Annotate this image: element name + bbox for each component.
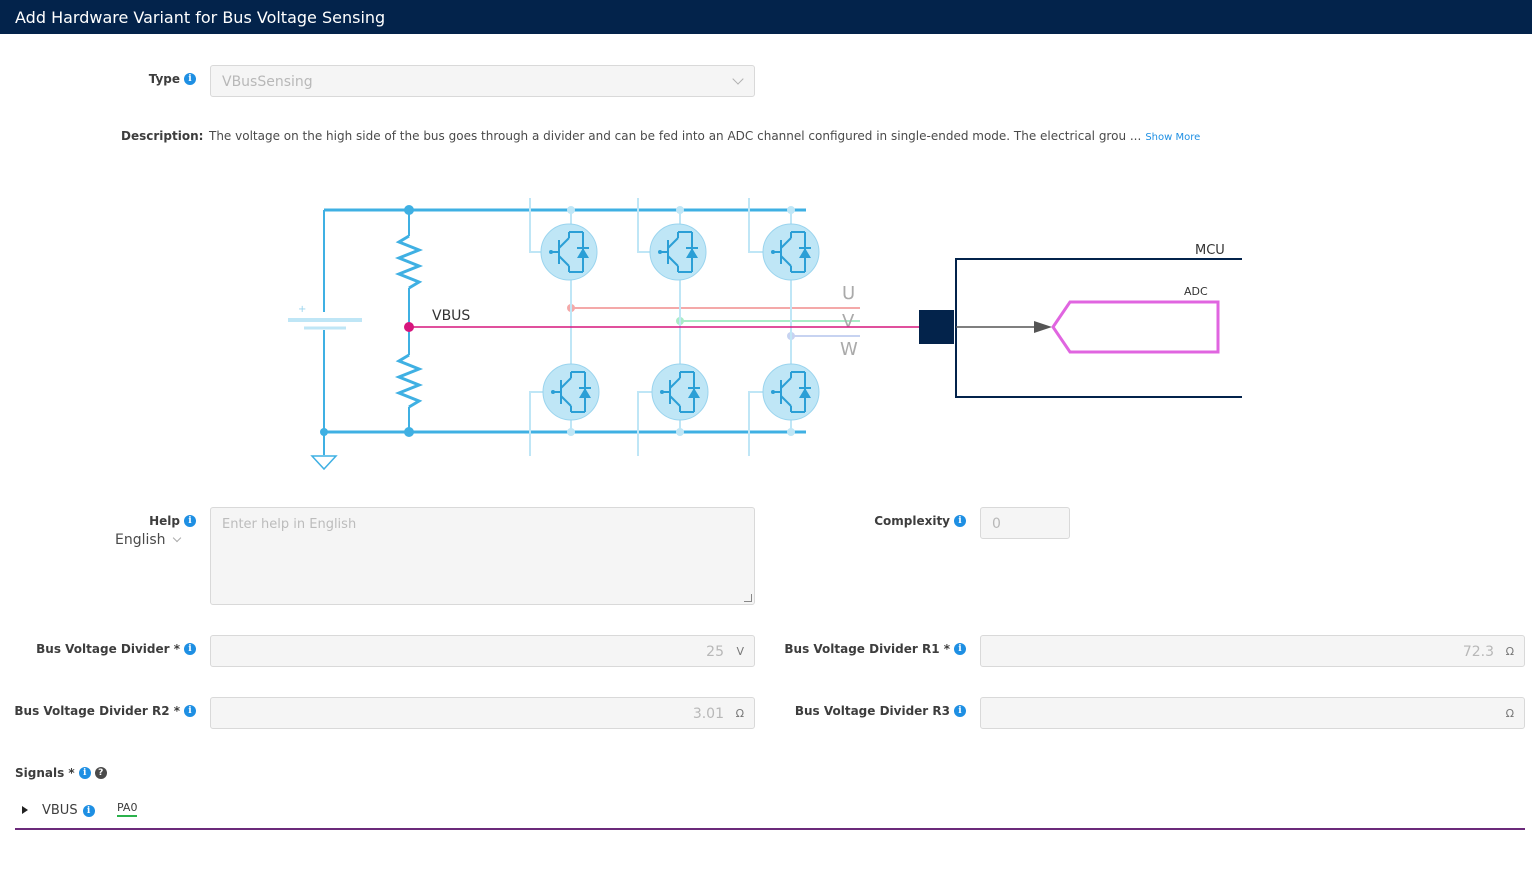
- chevron-down-icon: [732, 73, 744, 85]
- signals-label: Signals *: [15, 766, 75, 780]
- help-label-row: Help i: [100, 514, 196, 528]
- info-icon[interactable]: i: [954, 705, 966, 717]
- bus-voltage-divider-r3-label: Bus Voltage Divider R3: [794, 704, 950, 718]
- description-label: Description:: [121, 129, 204, 143]
- window-title: Add Hardware Variant for Bus Voltage Sen…: [15, 8, 386, 27]
- battery-plus-label: +: [298, 304, 306, 315]
- bus-voltage-divider-value: 25: [706, 644, 724, 660]
- signal-pin-tab[interactable]: PA0: [117, 801, 138, 817]
- chevron-down-icon: [172, 533, 181, 543]
- ohm-unit: Ω: [735, 707, 744, 720]
- mcu-label: MCU: [1195, 243, 1225, 258]
- bus-voltage-divider-r2-label: Bus Voltage Divider R2 *: [14, 704, 180, 718]
- help-placeholder: Enter help in English: [222, 517, 357, 532]
- bus-voltage-divider-label: Bus Voltage Divider *: [36, 642, 180, 656]
- info-icon[interactable]: i: [78, 767, 91, 779]
- type-label-row: Type i: [100, 72, 196, 86]
- description-body: The voltage on the high side of the bus …: [209, 129, 1142, 143]
- help-textarea[interactable]: Enter help in English: [210, 507, 755, 605]
- info-icon[interactable]: i: [82, 804, 95, 817]
- bus-voltage-divider-r1-label: Bus Voltage Divider R1 *: [784, 642, 950, 656]
- bus-voltage-schematic: + U V W VBUS MCU: [288, 198, 1242, 471]
- info-icon[interactable]: i: [184, 705, 196, 717]
- phase-u-label: U: [842, 283, 855, 304]
- info-icon[interactable]: i: [184, 73, 196, 85]
- resize-grip-icon[interactable]: [744, 594, 752, 602]
- info-icon[interactable]: i: [184, 643, 196, 655]
- bus-voltage-divider-r2-value: 3.01: [692, 706, 724, 722]
- question-icon[interactable]: ?: [94, 767, 107, 779]
- ohm-unit: Ω: [1505, 645, 1514, 658]
- signal-name: VBUS i: [42, 803, 95, 818]
- title-bar: Add Hardware Variant for Bus Voltage Sen…: [0, 0, 1532, 34]
- ohm-unit: Ω: [1505, 707, 1514, 720]
- expand-caret-icon[interactable]: [22, 806, 28, 814]
- vbus-label: VBUS: [432, 308, 470, 324]
- bus-voltage-divider-input[interactable]: 25 V: [210, 635, 755, 667]
- bus-voltage-divider-r2-label-row: Bus Voltage Divider R2 * i: [10, 704, 196, 718]
- show-more-link[interactable]: Show More: [1145, 132, 1201, 143]
- complexity-input[interactable]: 0: [980, 507, 1070, 539]
- help-language-value: English: [115, 532, 166, 548]
- description-text: The voltage on the high side of the bus …: [209, 129, 1200, 143]
- bus-voltage-divider-r3-input[interactable]: Ω: [980, 697, 1525, 729]
- phase-v-label: V: [842, 311, 855, 332]
- bus-voltage-divider-r1-input[interactable]: 72.3 Ω: [980, 635, 1525, 667]
- complexity-label-row: Complexity i: [840, 514, 966, 528]
- signals-label-row: Signals * i ?: [15, 766, 107, 780]
- help-language-select[interactable]: English: [115, 532, 181, 548]
- info-icon[interactable]: i: [954, 515, 966, 527]
- bus-voltage-divider-r2-input[interactable]: 3.01 Ω: [210, 697, 755, 729]
- help-label: Help: [149, 514, 180, 528]
- volt-unit: V: [736, 645, 744, 658]
- type-label: Type: [148, 72, 180, 86]
- complexity-value: 0: [992, 516, 1001, 532]
- type-value: VBusSensing: [222, 74, 313, 90]
- bus-voltage-divider-r3-label-row: Bus Voltage Divider R3 i: [770, 704, 966, 718]
- bus-voltage-divider-r1-value: 72.3: [1462, 644, 1494, 660]
- bus-voltage-divider-label-row: Bus Voltage Divider * i: [20, 642, 196, 656]
- adc-label: ADC: [1184, 285, 1208, 298]
- complexity-label: Complexity: [874, 514, 950, 528]
- signal-name-label: VBUS: [42, 803, 78, 818]
- type-select[interactable]: VBusSensing: [210, 65, 755, 97]
- info-icon[interactable]: i: [184, 515, 196, 527]
- phase-w-label: W: [840, 339, 858, 360]
- bus-voltage-divider-r1-label-row: Bus Voltage Divider R1 * i: [770, 642, 966, 656]
- info-icon[interactable]: i: [954, 643, 966, 655]
- signal-row: VBUS i PA0: [15, 798, 1525, 830]
